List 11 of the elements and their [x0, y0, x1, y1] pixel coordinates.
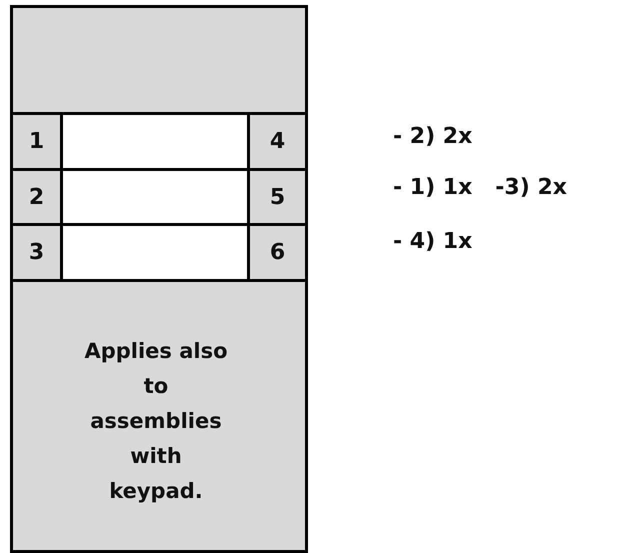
quantity-note: - 2) 2x	[393, 124, 472, 150]
cell-number: 5	[250, 168, 305, 223]
blank-field	[60, 168, 250, 223]
cell-number: 4	[250, 112, 305, 168]
blank-field	[60, 112, 250, 168]
quantity-note: - 4) 1x	[393, 229, 472, 255]
blank-field	[60, 223, 250, 282]
quantity-note: - 1) 1x -3) 2x	[393, 175, 567, 201]
cell-number: 6	[250, 223, 305, 282]
note-text: Applies also to assemblies with keypad.	[80, 334, 232, 514]
panel-background	[10, 5, 308, 553]
